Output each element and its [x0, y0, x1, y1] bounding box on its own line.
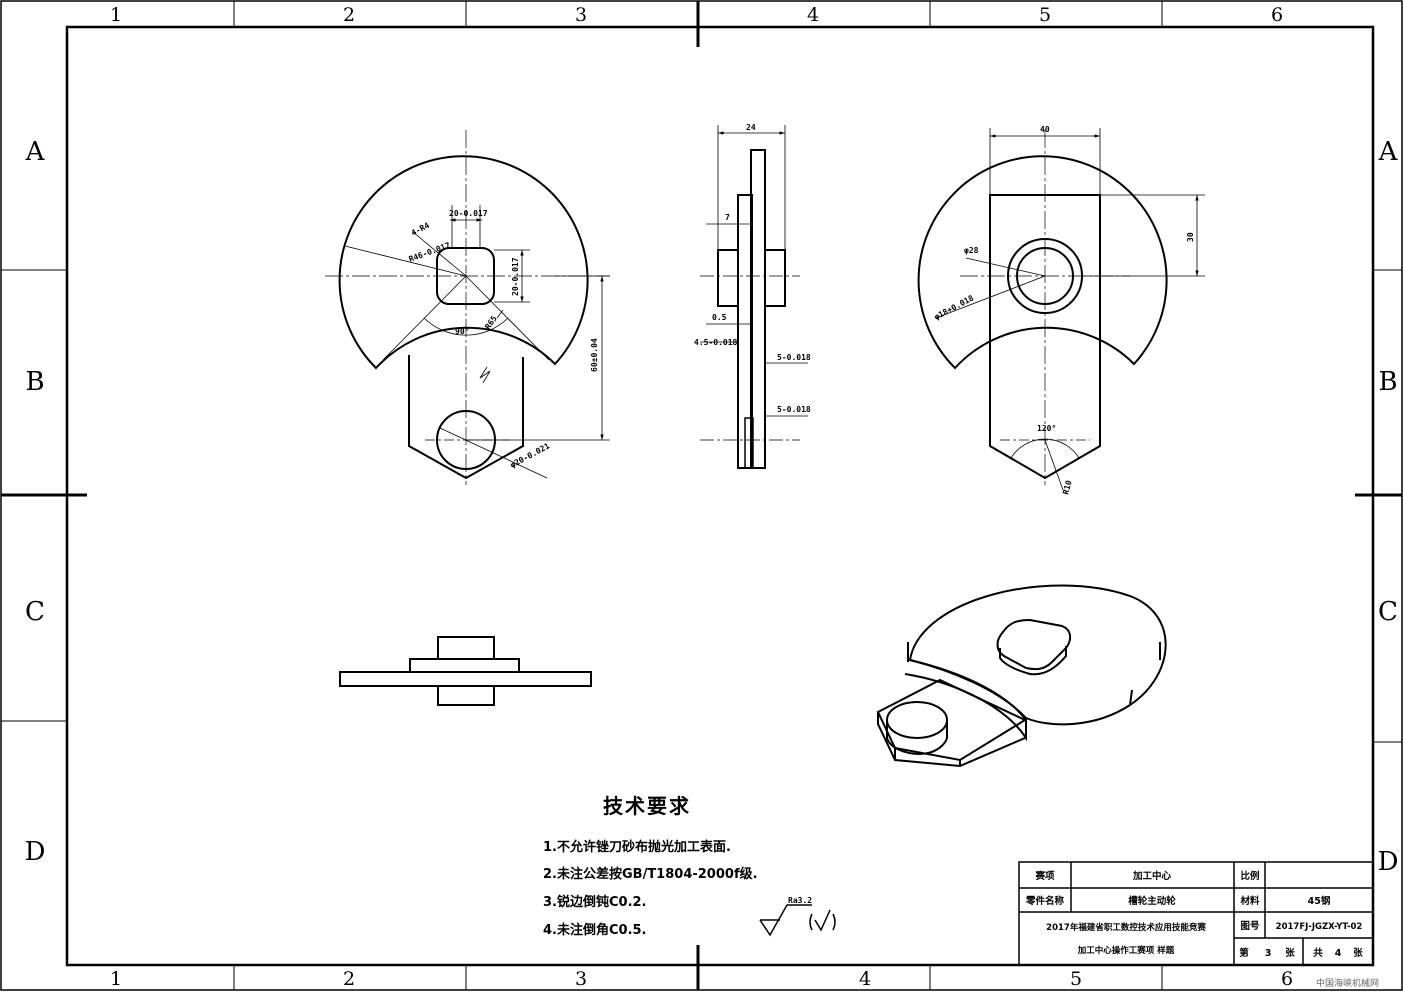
zone-labels: 1 2 3 4 5 6 1 2 3 4 5 6 A B C D A B C D [25, 4, 1399, 990]
zone-col-top-2: 2 [343, 4, 355, 26]
tb-material-value: 45钢 [1308, 895, 1331, 907]
dim-square-h: 20-0.017 [511, 257, 520, 296]
tb-part-label: 零件名称 [1025, 895, 1065, 907]
iso-square-boss-top [996, 618, 1072, 671]
zone-col-bottom-2: 2 [343, 968, 355, 990]
tech-item-4: 4.未注倒角C0.5. [543, 923, 647, 938]
rear-view: 40 30 φ28 φ18+0.018 120° R10 [917, 125, 1205, 496]
iso-pin-top [886, 701, 948, 739]
zone-col-bottom-1: 1 [110, 968, 122, 990]
front-view: R46-0.017 20-0.017 20-0.017 4-R4 90° R65… [325, 130, 610, 485]
iso-disc-edge [904, 642, 1161, 742]
zone-col-top-6: 6 [1271, 4, 1283, 26]
dim-r10: R10 [1061, 479, 1073, 495]
dim-4-5: 4.5-0.018 [694, 338, 738, 347]
tb-sheet-num: 3 [1265, 948, 1272, 959]
dim-40: 40 [1040, 125, 1050, 134]
zone-row-left-B: B [25, 367, 44, 397]
side-square-boss [717, 249, 739, 307]
inner-frame [65, 25, 1375, 967]
zone-col-top-4: 4 [807, 4, 819, 26]
top-boss-upper [437, 636, 495, 660]
tb-contest-line2: 加工中心操作工赛项 样题 [1077, 945, 1175, 956]
dim-24: 24 [746, 123, 756, 132]
zone-row-right-D: D [1378, 847, 1399, 877]
side-boss-right [764, 249, 786, 307]
rear-hole-inner [1016, 247, 1074, 305]
tb-part-value: 槽轮主动轮 [1128, 895, 1176, 907]
top-plate [339, 671, 592, 687]
dim-d28: φ28 [964, 246, 979, 255]
dim-d18: φ18+0.018 [933, 293, 976, 321]
tech-item-3: 3.锐边倒钝C0.2. [543, 895, 647, 910]
iso-arm-edge [877, 712, 1026, 768]
roughness-value: Ra3.2 [788, 896, 812, 905]
dim-d20: φ20-0.021 [509, 441, 552, 469]
tb-scale-label: 比例 [1240, 870, 1259, 882]
tb-drawing-no-label: 图号 [1240, 921, 1260, 932]
front-arm-outline [408, 355, 524, 480]
top-boss-lower [437, 685, 495, 706]
rear-arm-outline [989, 194, 1101, 480]
iso-pin-side [886, 720, 948, 756]
dim-60: 60±0.04 [590, 338, 599, 372]
dim-7: 7 [725, 213, 730, 222]
title-block-text: 赛项 加工中心 比例 零件名称 槽轮主动轮 材料 45钢 2017年福建省职工数… [1025, 870, 1363, 959]
zone-row-right-A: A [1378, 137, 1399, 167]
dim-0-5: 0.5 [712, 313, 727, 322]
top-hub [409, 658, 520, 673]
dim-120deg: 120° [1037, 424, 1056, 433]
zone-row-right-C: C [1378, 597, 1398, 627]
front-disc-outline [338, 155, 589, 370]
rear-disc-outline [917, 155, 1168, 370]
tb-drawing-no-value: 2017FJ-JGZX-YT-02 [1276, 922, 1363, 932]
dim-90deg: 90° [455, 327, 469, 336]
tb-event-value: 加工中心 [1132, 870, 1172, 882]
zone-row-left-C: C [25, 597, 45, 627]
isometric-view [876, 584, 1167, 768]
top-view [339, 636, 592, 706]
dim-4r4: 4-R4 [410, 221, 431, 238]
tb-material-label: 材料 [1239, 895, 1260, 907]
zone-row-right-B: B [1378, 367, 1397, 397]
tech-title: 技术要求 [603, 794, 691, 818]
tb-event-label: 赛项 [1034, 870, 1055, 882]
dim-5-b: 5-0.018 [777, 405, 811, 414]
tech-item-2: 2.未注公差按GB/T1804-2000f级. [543, 867, 758, 882]
zone-col-bottom-5: 5 [1070, 968, 1082, 990]
iso-disc-top [908, 584, 1167, 726]
title-block [1018, 861, 1374, 966]
side-pin [744, 417, 754, 469]
tb-sheet-label-2: 张 [1285, 947, 1295, 959]
side-view: 24 7 0.5 4.5-0.018 5-0.018 5-0.018 [694, 123, 811, 469]
dim-square-w: 20-0.017 [449, 209, 488, 218]
tb-total-num: 4 [1335, 948, 1342, 959]
tb-sheet-label-1: 第 [1239, 947, 1249, 959]
tb-total-label-2: 张 [1353, 947, 1363, 959]
tech-item-1: 1.不允许锉刀砂布抛光加工表面. [543, 840, 731, 855]
zone-col-bottom-4: 4 [859, 968, 871, 990]
zone-col-top-3: 3 [575, 4, 587, 26]
zone-col-top-1: 1 [110, 4, 122, 26]
zone-col-bottom-6: 6 [1281, 968, 1293, 990]
dim-30: 30 [1186, 232, 1195, 242]
tb-contest-line1: 2017年福建省职工数控技术应用技能竞赛 [1046, 922, 1206, 933]
tb-total-label-1: 共 [1313, 947, 1323, 959]
zone-row-left-A: A [25, 137, 46, 167]
watermark: 中国海峡机械网 [1315, 979, 1379, 989]
zone-col-top-5: 5 [1039, 4, 1051, 26]
zone-row-left-D: D [25, 837, 46, 867]
zone-col-bottom-3: 3 [575, 968, 587, 990]
roughness-symbol: Ra3.2 [759, 896, 836, 937]
iso-arm [876, 678, 1028, 762]
front-square-boss [436, 247, 495, 305]
dim-5-a: 5-0.018 [777, 353, 811, 362]
iso-square-boss-side [999, 646, 1067, 676]
dim-r65: R65 [483, 314, 499, 331]
dim-r46: R46-0.017 [408, 241, 452, 264]
